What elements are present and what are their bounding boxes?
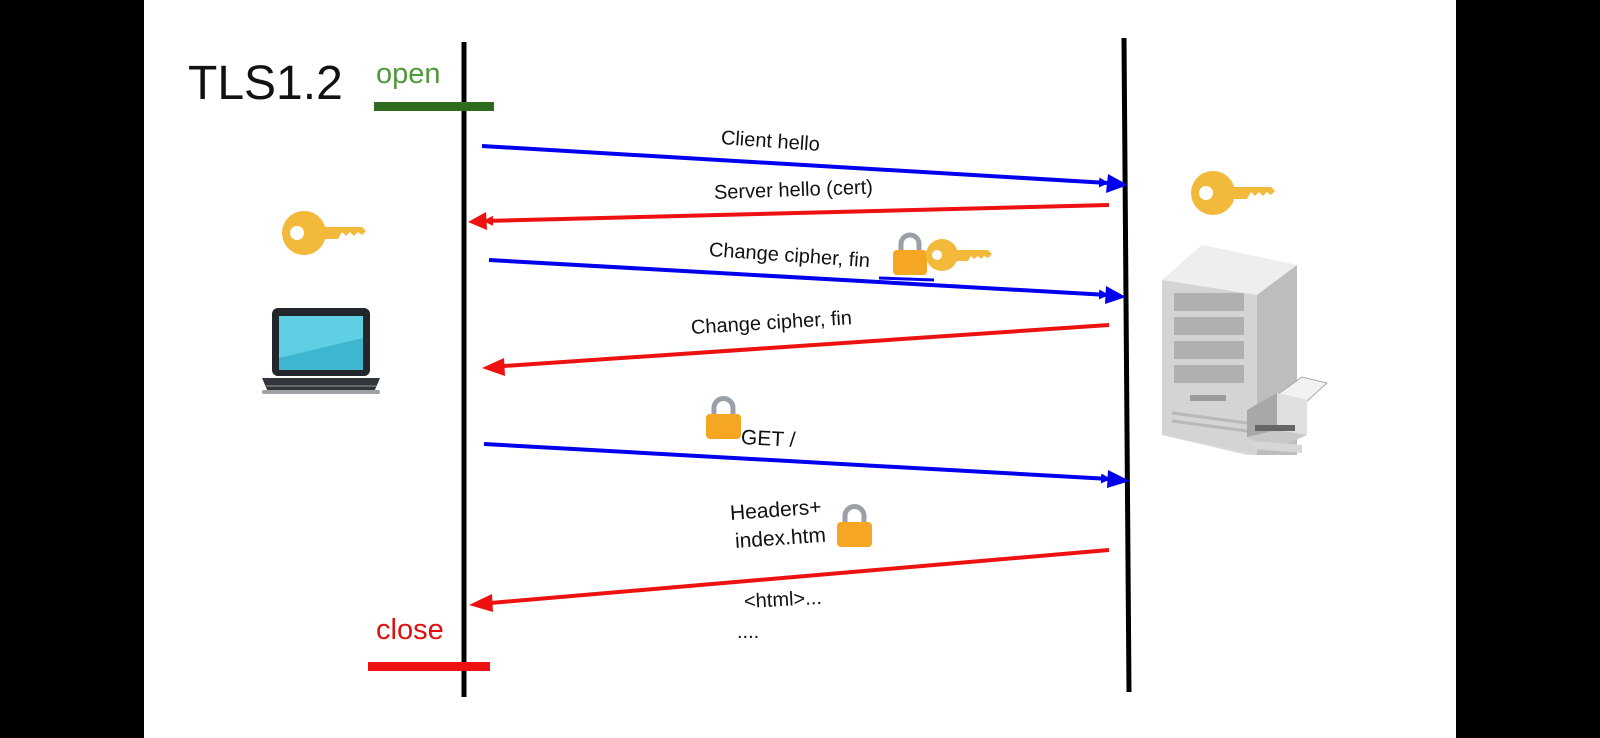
arrowhead-2 <box>468 212 487 230</box>
arrowhead-5 <box>1107 470 1130 488</box>
arrow-get <box>483 442 1111 484</box>
trailing-ellipsis: .... <box>737 621 760 643</box>
laptop-icon <box>262 308 380 394</box>
arrow-client-change-cipher <box>488 258 1109 300</box>
arrowhead-3 <box>1105 286 1126 304</box>
open-label: open <box>376 58 441 90</box>
arrow-server-change-cipher <box>488 323 1110 372</box>
sequence-diagram <box>262 37 1329 697</box>
arrow-client-hello <box>481 144 1109 188</box>
key-icon <box>926 239 992 271</box>
lock-icon <box>837 504 872 547</box>
close-bar <box>368 662 490 671</box>
arrow-server-hello <box>483 203 1110 226</box>
message-label: GET / <box>740 426 796 452</box>
key-icon <box>1191 171 1275 215</box>
arrowhead-4 <box>482 358 505 376</box>
arrowhead-6 <box>469 594 493 612</box>
lock-icon <box>893 232 927 275</box>
lock-icon <box>706 396 741 439</box>
arrowhead-1 <box>1106 174 1128 193</box>
underline-accent <box>878 276 935 282</box>
open-bar <box>374 102 494 111</box>
printer-icon <box>1247 376 1329 453</box>
key-icon <box>282 211 366 255</box>
trailing-html: <html>... <box>743 586 823 614</box>
message-label: Server hello (cert) <box>713 176 874 204</box>
close-label: close <box>376 614 444 646</box>
arrow-response <box>478 548 1110 609</box>
slide: TLS1.2 open close Client hello Server he… <box>144 0 1456 738</box>
server-lifeline <box>1121 37 1132 693</box>
diagram-title: TLS1.2 <box>188 57 343 110</box>
